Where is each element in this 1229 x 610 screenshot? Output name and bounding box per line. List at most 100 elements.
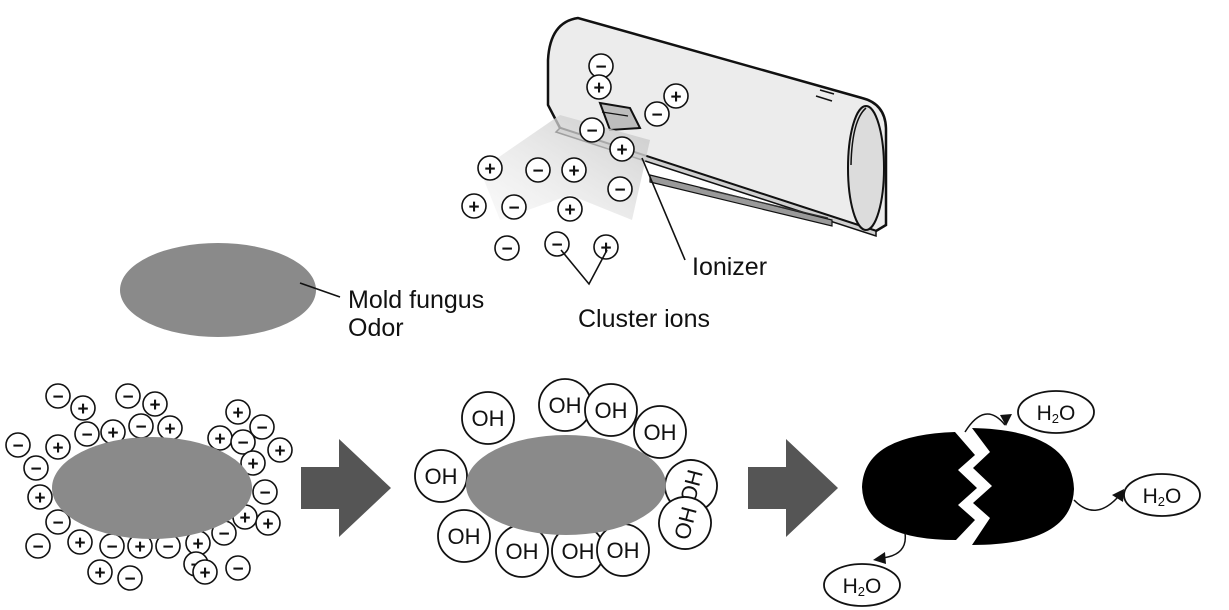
negative-ion-icon: − (252, 479, 278, 505)
leader-line-ionizer (641, 157, 686, 261)
negative-ion-icon: − (501, 194, 527, 220)
negative-ion-icon: − (211, 520, 237, 546)
svg-text:−: − (30, 459, 41, 480)
arrow-oh-to-water (748, 439, 838, 537)
positive-ion-icon: + (461, 193, 487, 219)
negative-ion-icon: − (5, 432, 31, 458)
positive-ion-icon: + (27, 484, 53, 510)
positive-ion-icon: + (586, 74, 612, 100)
negative-ion-icon: − (45, 383, 71, 409)
svg-text:+: + (214, 429, 225, 450)
svg-text:−: − (501, 239, 512, 260)
water-molecule: H2O (964, 390, 1095, 434)
svg-text:−: − (651, 105, 662, 126)
negative-ion-icon: − (128, 413, 154, 439)
negative-ion-icon: − (99, 533, 125, 559)
positive-ion-icon: + (609, 136, 635, 162)
svg-text:+: + (134, 537, 145, 558)
svg-text:+: + (262, 514, 273, 535)
svg-text:+: + (52, 438, 63, 459)
svg-text:+: + (247, 454, 258, 475)
svg-text:+: + (239, 508, 250, 529)
svg-text:H2O: H2O (1037, 402, 1076, 426)
hydroxyl-radical-icon: OH (658, 496, 712, 550)
odor-label: Odor (348, 314, 404, 342)
svg-text:+: + (164, 419, 175, 440)
svg-text:OH: OH (506, 539, 539, 564)
hydroxyl-radical-icon: OH (551, 524, 605, 578)
hydroxyl-radical-icon: OH (414, 449, 468, 503)
negative-ion-icon: − (225, 555, 251, 581)
svg-text:−: − (81, 425, 92, 446)
water-molecule: H2O (823, 532, 907, 607)
ion-symbols: −++−−++−+−+−+−−+−+−+−+−++−+−−+−+++−−++−−… (5, 53, 689, 591)
positive-ion-icon: + (267, 437, 293, 463)
negative-ion-icon: − (117, 565, 143, 591)
positive-ion-icon: + (207, 425, 233, 451)
svg-text:−: − (124, 569, 135, 590)
svg-text:H2O: H2O (1143, 485, 1182, 509)
ionizer-label: Ionizer (692, 253, 767, 281)
svg-text:+: + (616, 140, 627, 161)
positive-ion-icon: + (45, 434, 71, 460)
mold-fungus-label: Mold fungus (348, 286, 484, 314)
negative-ion-icon: − (25, 533, 51, 559)
svg-text:OH: OH (644, 420, 677, 445)
fungus-stage-oh (466, 435, 666, 535)
leader-line-fungus (299, 282, 341, 298)
svg-text:OH: OH (607, 538, 640, 563)
svg-text:+: + (192, 534, 203, 555)
fungus-stage-ions (52, 437, 252, 539)
positive-ion-icon: + (157, 415, 183, 441)
positive-ion-icon: + (87, 559, 113, 585)
svg-text:−: − (551, 235, 562, 256)
svg-text:+: + (199, 563, 210, 584)
svg-text:−: − (32, 537, 43, 558)
fungus-destroyed (862, 428, 1074, 545)
negative-ion-icon: − (644, 101, 670, 127)
positive-ion-icon: + (225, 399, 251, 425)
hydroxyl-radical-icon: OH (437, 509, 491, 563)
svg-text:+: + (77, 399, 88, 420)
positive-ion-icon: + (240, 450, 266, 476)
negative-ion-icon: − (494, 235, 520, 261)
svg-text:−: − (52, 513, 63, 534)
hydroxyl-radical-icon: OH (538, 378, 592, 432)
svg-text:−: − (12, 436, 23, 457)
negative-ion-icon: − (23, 455, 49, 481)
water-molecule: H2O (1073, 473, 1201, 517)
svg-text:+: + (468, 197, 479, 218)
positive-ion-icon: + (477, 155, 503, 181)
positive-ion-icon: + (192, 559, 218, 585)
svg-text:OH: OH (472, 406, 505, 431)
svg-text:−: − (256, 418, 267, 439)
negative-ion-icon: − (607, 176, 633, 202)
svg-text:−: − (122, 387, 133, 408)
svg-text:+: + (149, 395, 160, 416)
svg-text:OH: OH (562, 539, 595, 564)
hydroxyl-radical-icon: OH (596, 523, 650, 577)
leader-line-cluster-ions (560, 249, 608, 286)
svg-text:−: − (218, 524, 229, 545)
cluster-ions-label: Cluster ions (578, 305, 710, 333)
svg-text:OH: OH (595, 398, 628, 423)
positive-ion-icon: + (663, 83, 689, 109)
svg-text:−: − (52, 387, 63, 408)
positive-ion-icon: + (593, 234, 619, 260)
svg-text:H2O: H2O (843, 575, 882, 599)
svg-text:−: − (135, 417, 146, 438)
negative-ion-icon: − (249, 414, 275, 440)
svg-text:−: − (508, 198, 519, 219)
svg-text:−: − (106, 537, 117, 558)
svg-text:−: − (237, 433, 248, 454)
hydroxyl-radical-icon: OH (461, 391, 515, 445)
hydroxyl-radical-icon: OH (584, 383, 638, 437)
svg-text:−: − (614, 180, 625, 201)
negative-ion-icon: − (544, 231, 570, 257)
negative-ion-icon: − (579, 117, 605, 143)
svg-text:+: + (232, 403, 243, 424)
hydroxyl-radical-icon: OH (633, 405, 687, 459)
svg-text:+: + (484, 159, 495, 180)
